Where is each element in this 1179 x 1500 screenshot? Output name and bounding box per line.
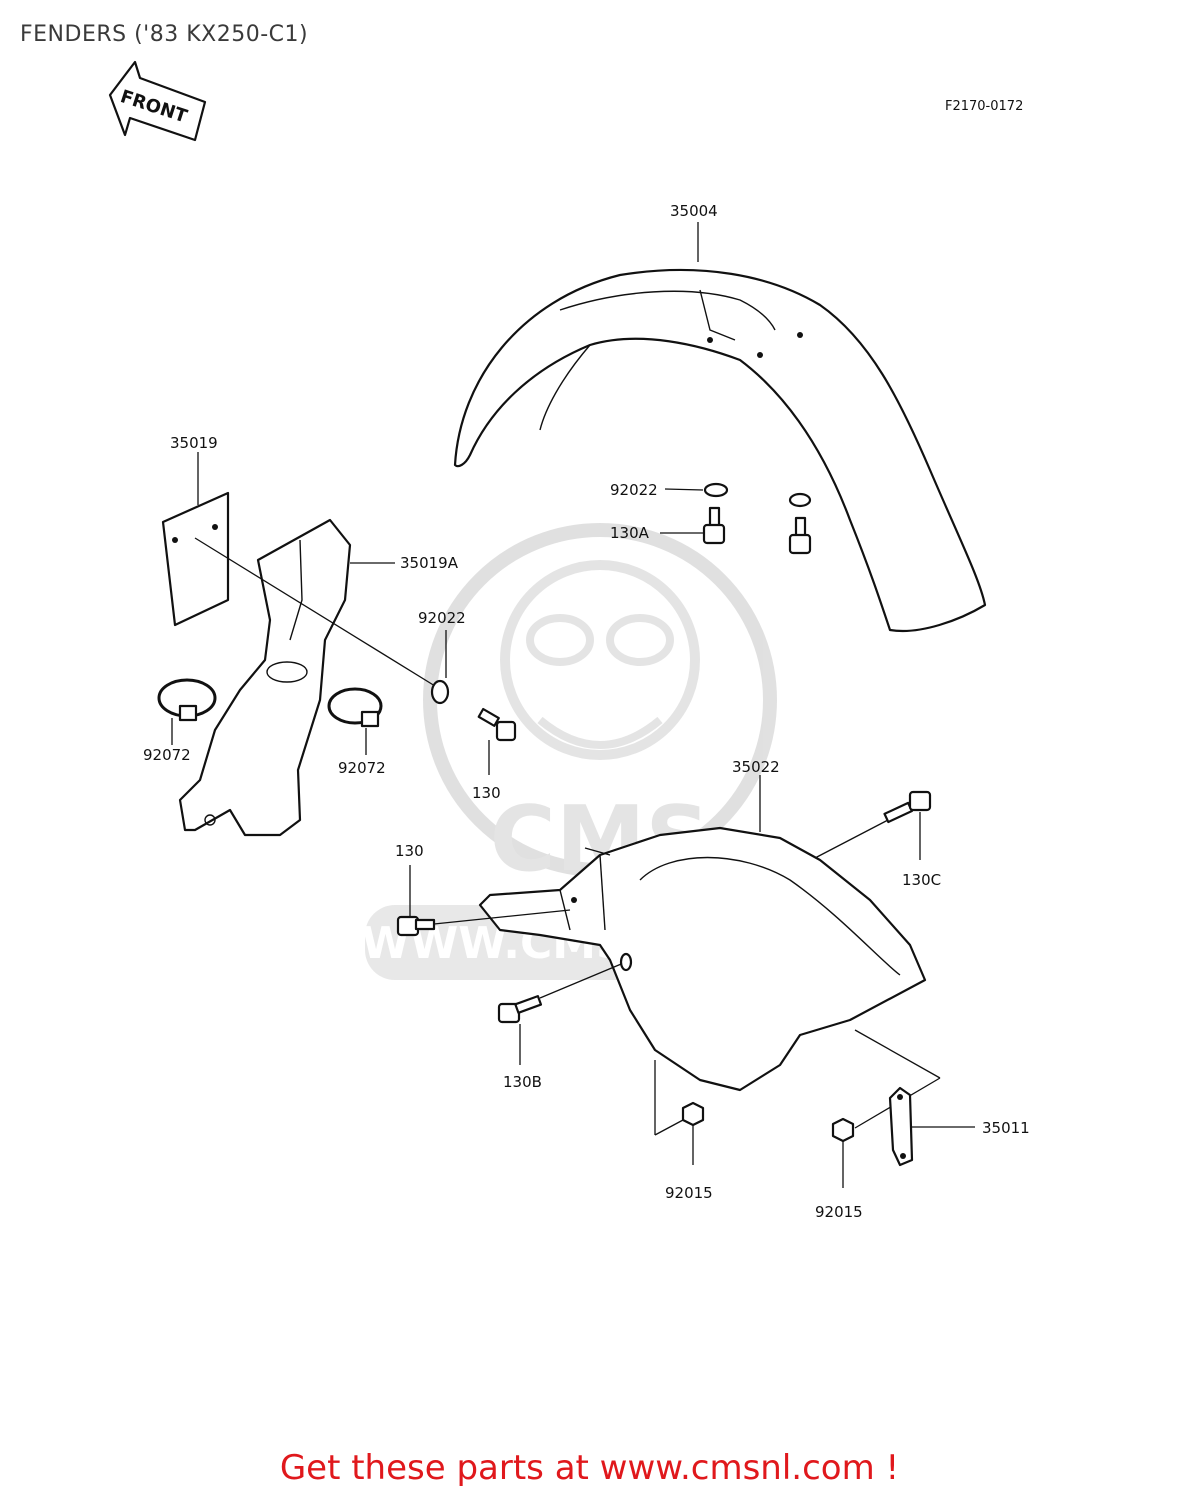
label-92015-right: 92015	[815, 1203, 863, 1221]
nut-icon	[681, 1101, 705, 1127]
nut-icon	[831, 1117, 855, 1143]
clamp-icon	[157, 678, 383, 728]
label-92022-top: 92022	[610, 481, 658, 499]
label-130-mid: 130	[472, 784, 501, 802]
washer-icon	[430, 679, 450, 705]
front-fender	[453, 268, 987, 632]
bolt-icon	[477, 707, 517, 742]
front-arrow-icon: FRONT	[108, 60, 207, 142]
label-92022-mid: 92022	[418, 609, 466, 627]
label-130C: 130C	[902, 871, 941, 889]
label-35019A: 35019A	[400, 554, 459, 572]
label-35011: 35011	[982, 1119, 1030, 1137]
bolt-icon	[497, 995, 543, 1024]
washer-icon	[703, 482, 729, 498]
label-130B: 130B	[503, 1073, 542, 1091]
bracket-icon	[888, 1086, 914, 1167]
bolt-icon	[396, 915, 436, 937]
label-35004: 35004	[670, 202, 718, 220]
label-92072-mid: 92072	[338, 759, 386, 777]
page-title: FENDERS ('83 KX250-C1)	[20, 22, 309, 47]
bolt-icon	[883, 790, 932, 824]
label-130-low: 130	[395, 842, 424, 860]
label-130A: 130A	[610, 524, 650, 542]
footer-promo-link[interactable]: Get these parts at www.cmsnl.com !	[279, 1448, 900, 1488]
label-92072-left: 92072	[143, 746, 191, 764]
exploded-parts-diagram: CMS WWW.CMSNL.COM FRONT F2170-0172 35004…	[108, 60, 1030, 1221]
bolt-icon	[702, 506, 812, 555]
number-plate	[161, 491, 230, 627]
figure-code: F2170-0172	[945, 99, 1023, 114]
label-35019: 35019	[170, 434, 218, 452]
rear-fender	[478, 826, 927, 1092]
label-35022: 35022	[732, 758, 780, 776]
label-92015-left: 92015	[665, 1184, 713, 1202]
washer-icon	[788, 492, 812, 508]
fork-guard	[178, 518, 352, 837]
